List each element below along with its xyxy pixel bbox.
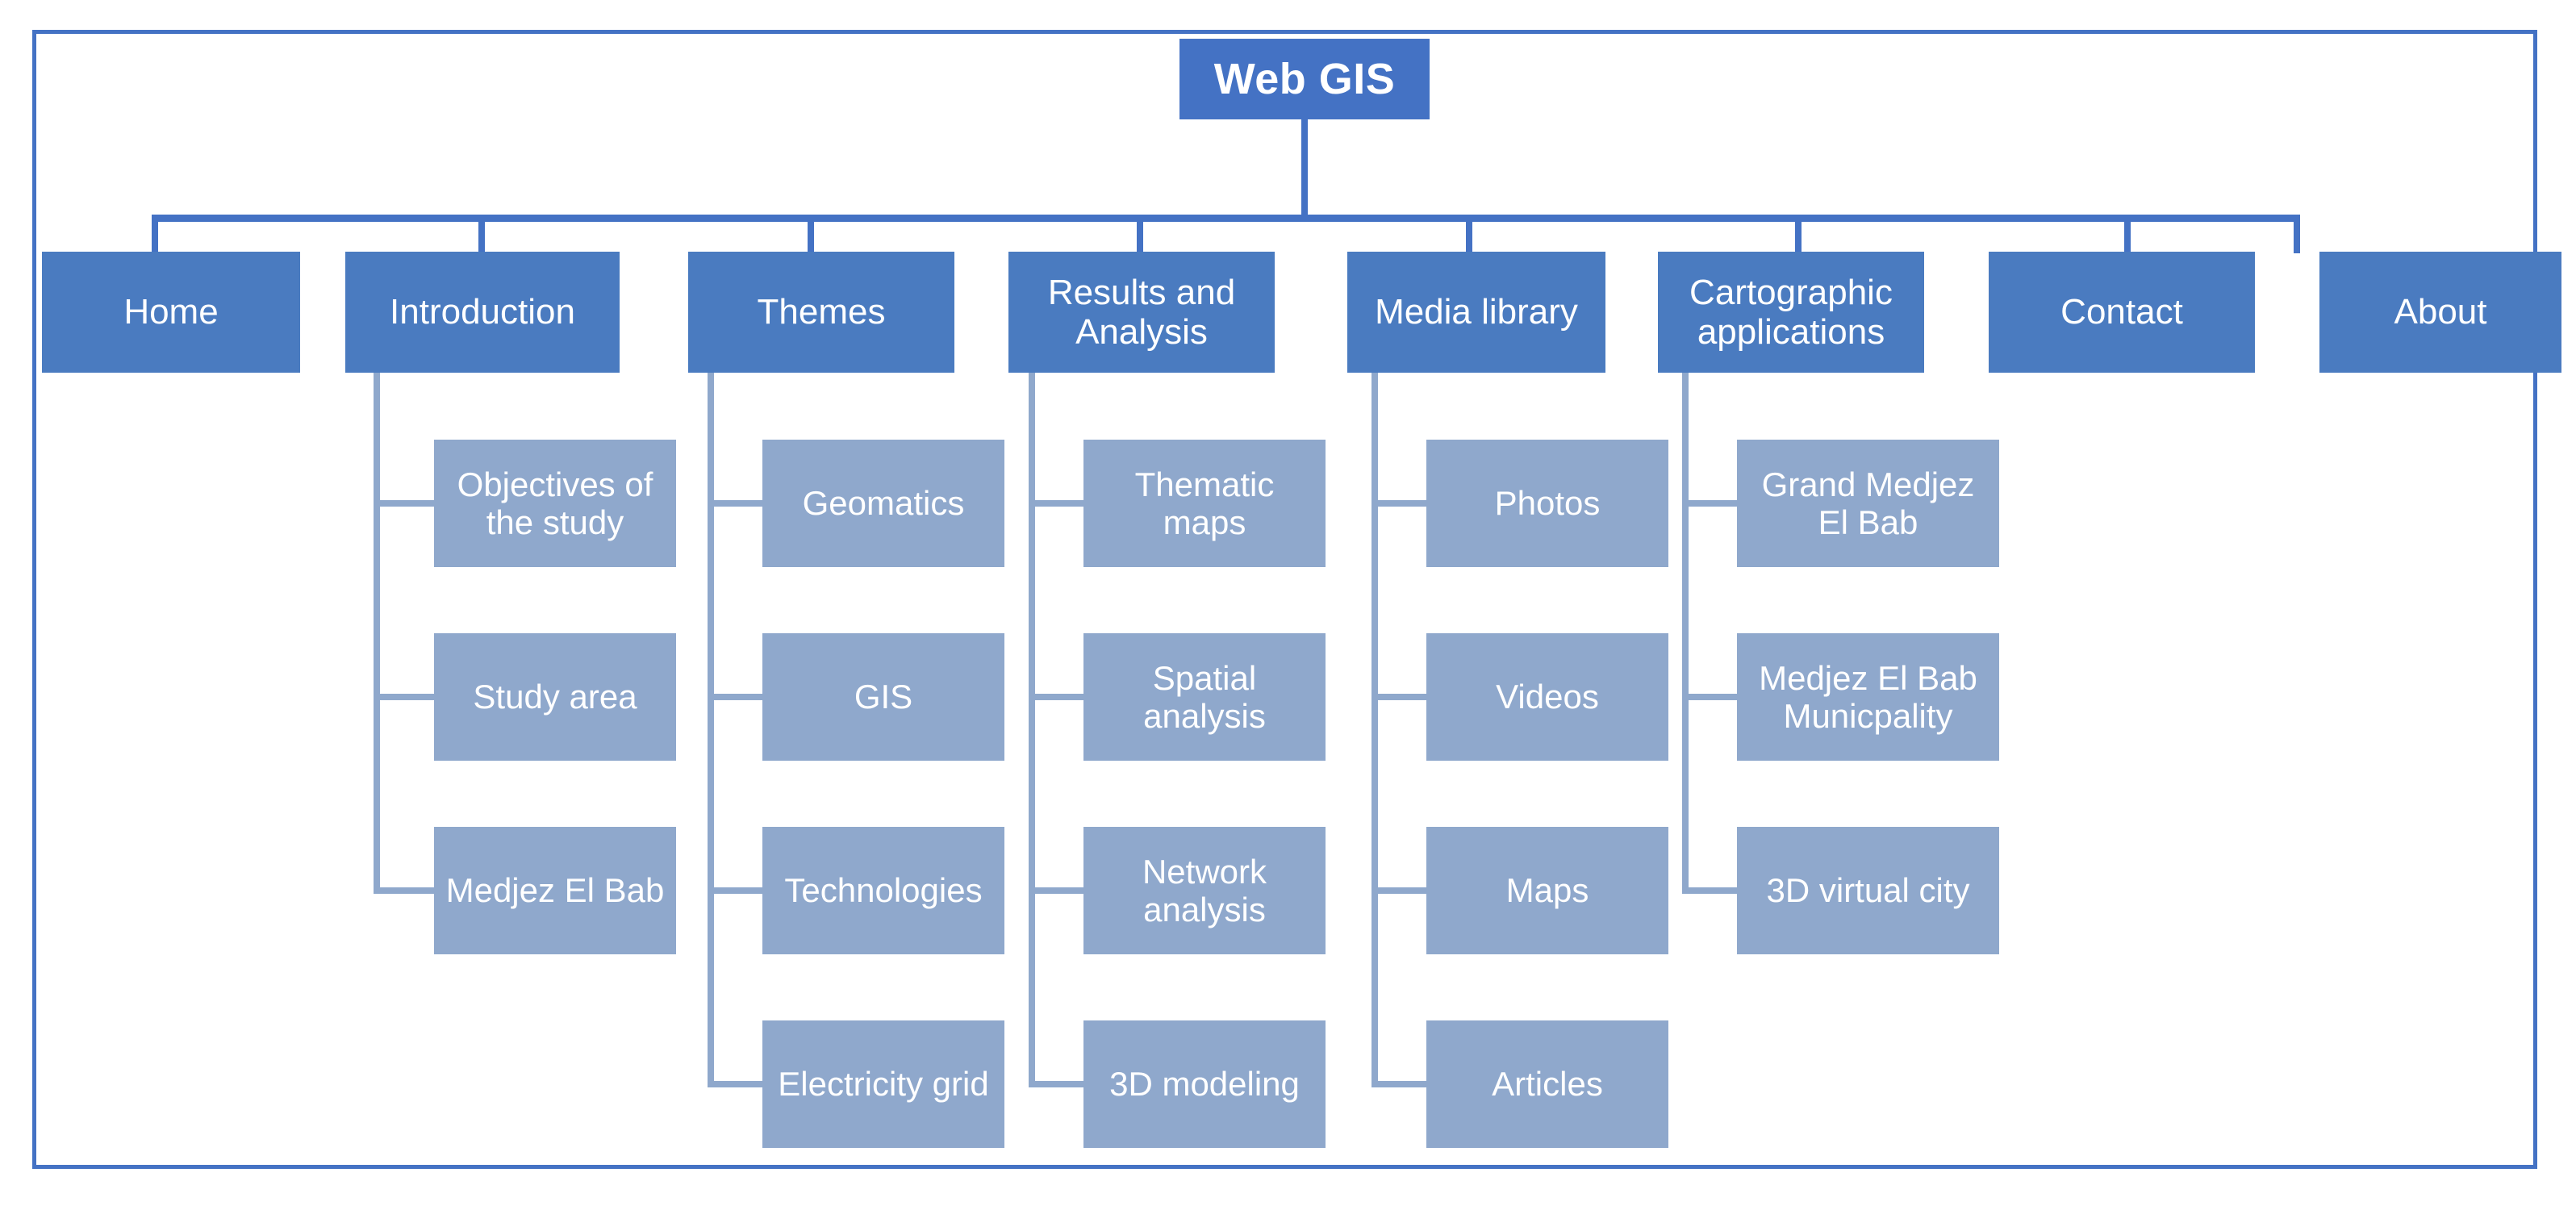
cartographic-stub-connector-1 bbox=[1682, 500, 1739, 507]
cartographic-stub-connector-3 bbox=[1682, 887, 1739, 894]
nav-item-results-and-analysis[interactable]: Results and Analysis bbox=[1008, 252, 1275, 373]
nav-drop-connector-cartographic bbox=[1795, 215, 1802, 253]
themes-trunk-connector bbox=[708, 373, 714, 1087]
child-node-videos[interactable]: Videos bbox=[1426, 633, 1668, 761]
child-node-study-area[interactable]: Study area bbox=[434, 633, 676, 761]
cartographic-stub-connector-2 bbox=[1682, 694, 1739, 700]
child-node-maps[interactable]: Maps bbox=[1426, 827, 1668, 954]
nav-item-about[interactable]: About bbox=[2319, 252, 2561, 373]
child-node-objectives-of-the-study[interactable]: Objectives of the study bbox=[434, 440, 676, 567]
media-trunk-connector bbox=[1372, 373, 1378, 1087]
introduction-stub-connector-1 bbox=[374, 500, 436, 507]
root-node-web-gis[interactable]: Web GIS bbox=[1179, 39, 1430, 119]
child-node-network-analysis[interactable]: Network analysis bbox=[1083, 827, 1326, 954]
results-trunk-connector bbox=[1029, 373, 1035, 1087]
nav-item-introduction[interactable]: Introduction bbox=[345, 252, 620, 373]
nav-drop-connector-media bbox=[1466, 215, 1472, 253]
nav-drop-connector-home bbox=[152, 215, 158, 253]
child-node-thematic-maps[interactable]: Thematic maps bbox=[1083, 440, 1326, 567]
child-node-spatial-analysis[interactable]: Spatial analysis bbox=[1083, 633, 1326, 761]
results-stub-connector-2 bbox=[1029, 694, 1085, 700]
nav-item-cartographic-applications[interactable]: Cartographic applications bbox=[1658, 252, 1924, 373]
child-node-medjez-el-bab[interactable]: Medjez El Bab bbox=[434, 827, 676, 954]
themes-stub-connector-3 bbox=[708, 887, 764, 894]
media-stub-connector-1 bbox=[1372, 500, 1428, 507]
nav-item-themes[interactable]: Themes bbox=[688, 252, 954, 373]
media-stub-connector-2 bbox=[1372, 694, 1428, 700]
root-stem-connector bbox=[1301, 119, 1308, 219]
themes-stub-connector-1 bbox=[708, 500, 764, 507]
child-node-technologies[interactable]: Technologies bbox=[762, 827, 1004, 954]
nav-drop-connector-themes bbox=[808, 215, 814, 253]
media-stub-connector-4 bbox=[1372, 1081, 1428, 1087]
child-node-geomatics[interactable]: Geomatics bbox=[762, 440, 1004, 567]
child-node-gis[interactable]: GIS bbox=[762, 633, 1004, 761]
introduction-stub-connector-3 bbox=[374, 887, 436, 894]
child-node-electricity-grid[interactable]: Electricity grid bbox=[762, 1020, 1004, 1148]
child-node-grand-medjez-el-bab[interactable]: Grand Medjez El Bab bbox=[1737, 440, 1999, 567]
introduction-stub-connector-2 bbox=[374, 694, 436, 700]
nav-item-contact[interactable]: Contact bbox=[1989, 252, 2255, 373]
cartographic-trunk-connector bbox=[1682, 373, 1689, 894]
nav-drop-connector-about bbox=[2294, 215, 2300, 253]
media-stub-connector-3 bbox=[1372, 887, 1428, 894]
introduction-trunk-connector bbox=[374, 373, 380, 894]
child-node-medjez-el-bab-municpality[interactable]: Medjez El Bab Municpality bbox=[1737, 633, 1999, 761]
themes-stub-connector-4 bbox=[708, 1081, 764, 1087]
diagram-frame-border bbox=[32, 30, 2537, 1169]
results-stub-connector-3 bbox=[1029, 887, 1085, 894]
nav-item-home[interactable]: Home bbox=[42, 252, 300, 373]
nav-item-media-library[interactable]: Media library bbox=[1347, 252, 1605, 373]
child-node-3d-virtual-city[interactable]: 3D virtual city bbox=[1737, 827, 1999, 954]
themes-stub-connector-2 bbox=[708, 694, 764, 700]
nav-drop-connector-results bbox=[1137, 215, 1143, 253]
child-node-articles[interactable]: Articles bbox=[1426, 1020, 1668, 1148]
results-stub-connector-1 bbox=[1029, 500, 1085, 507]
nav-drop-connector-introduction bbox=[478, 215, 485, 253]
child-node-photos[interactable]: Photos bbox=[1426, 440, 1668, 567]
nav-drop-connector-contact bbox=[2124, 215, 2131, 253]
nav-bus-connector bbox=[155, 215, 2300, 222]
child-node-3d-modeling[interactable]: 3D modeling bbox=[1083, 1020, 1326, 1148]
results-stub-connector-4 bbox=[1029, 1081, 1085, 1087]
